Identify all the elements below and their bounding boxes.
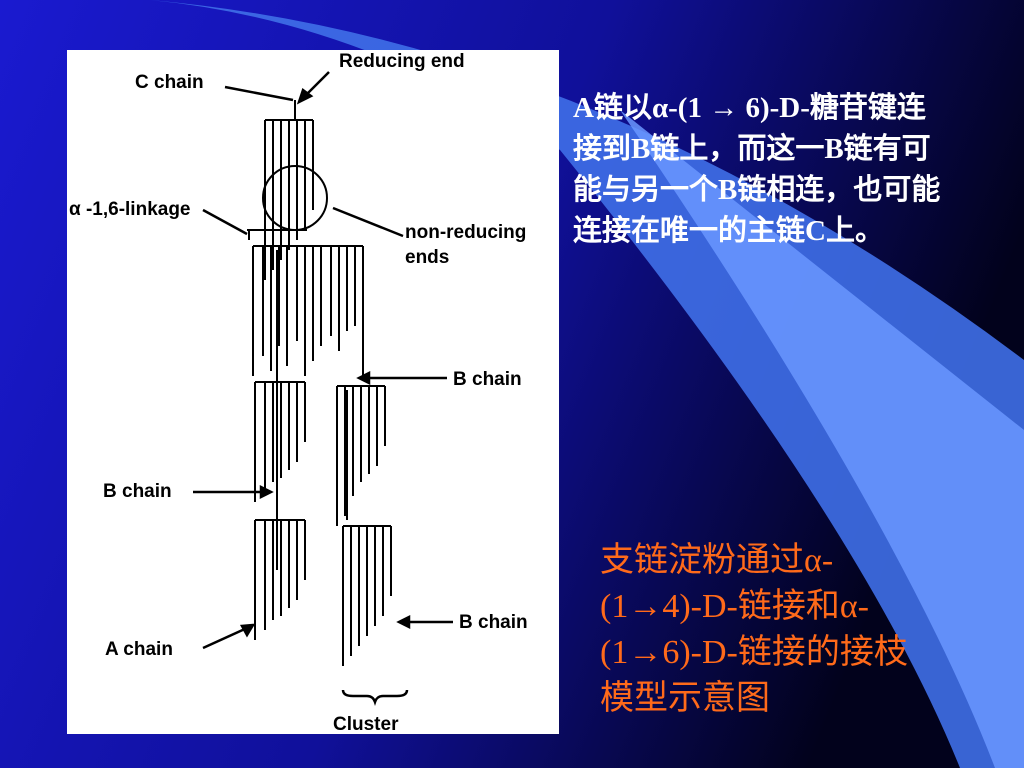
- linkage-highlight-circle: [262, 165, 328, 231]
- arrow-head: [259, 484, 274, 500]
- description-text: A链以α-(1 → 6)-D-糖苷键连 接到B链上，而这一B链有可 能与另一个B…: [573, 92, 941, 247]
- arrow-head: [356, 370, 371, 386]
- b-chain-label-left: B chain: [103, 481, 172, 502]
- cluster-label: Cluster: [333, 714, 399, 734]
- branching-diagram: Reducing end C chain α -1,6-linkage non-…: [69, 51, 528, 734]
- b-chain-label-right: B chain: [453, 369, 522, 390]
- caption-text: 支链淀粉通过α- (1→4)-D-链接和α- (1→6)-D-链接的接枝 模型示…: [600, 542, 908, 717]
- arrow-head: [296, 87, 314, 105]
- arrow-head: [396, 614, 411, 630]
- figure-panel: Reducing end C chain α -1,6-linkage non-…: [67, 50, 559, 734]
- b-chain-label-lower: B chain: [459, 612, 528, 633]
- chain-strokes: [247, 100, 392, 666]
- c-chain-label: C chain: [135, 72, 204, 93]
- alpha-linkage-label: α -1,6-linkage: [69, 199, 191, 220]
- label-arrows: [193, 71, 453, 706]
- a-chain-label: A chain: [105, 639, 173, 660]
- arrow-head: [239, 623, 256, 638]
- reducing-end-label: Reducing end: [339, 51, 465, 72]
- non-reducing-label: non-reducing: [405, 222, 526, 243]
- non-reducing-ends-label: ends: [405, 247, 449, 268]
